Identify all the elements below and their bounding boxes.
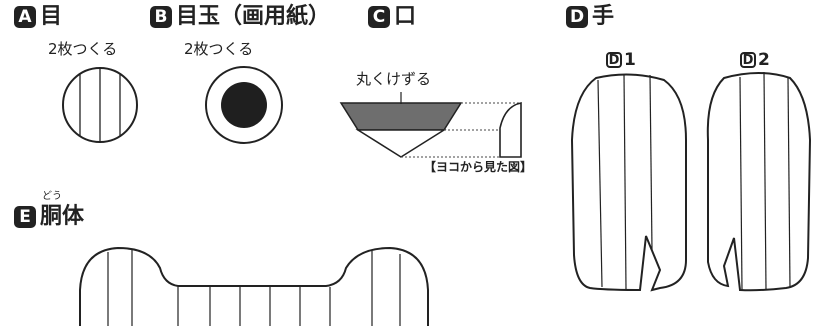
eye-circle [62,67,138,143]
title-mouth: 口 [394,4,417,29]
badge-d: D [566,6,588,28]
title-eye: 目 [40,4,63,29]
label-d1: D 1 [606,50,636,70]
label-d2: D 2 [740,50,770,70]
title-eyeball: 目玉（画用紙） [176,4,331,29]
body-shape [79,246,429,326]
note-round-shave: 丸くけずる [356,70,432,88]
mini-badge-d1: D [606,52,622,68]
eyeball-circle [205,66,283,144]
label-d2-num: 2 [758,50,770,70]
title-hand: 手 [592,4,615,29]
mouth-triangle [339,92,520,158]
count-eye: 2枚つくる [48,40,118,58]
label-d1-num: 1 [624,50,636,70]
count-eyeball: 2枚つくる [184,40,254,58]
badge-a: A [14,6,36,28]
hand-d2 [706,71,812,292]
hand-d1 [570,73,687,292]
mini-badge-d2: D [740,52,756,68]
side-view-label: 【ヨコから見た図】 [424,160,533,174]
badge-e: E [14,206,36,228]
ruby-body: どう [42,191,62,202]
badge-b: B [150,6,172,28]
mouth-side-view [499,102,522,158]
badge-c: C [368,6,390,28]
title-body: 胴体 [40,204,85,229]
